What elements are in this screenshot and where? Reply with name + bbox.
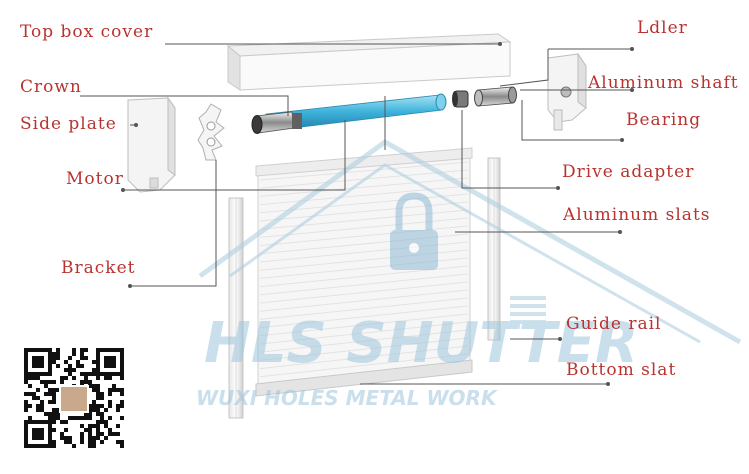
watermark-brand: HLS SHUTTER xyxy=(204,311,638,376)
label-aluminum-shaft: Aluminum shaft xyxy=(588,73,739,93)
label-drive-adapter: Drive adapter xyxy=(562,162,695,182)
label-bottom-slat: Bottom slat xyxy=(566,360,677,380)
drive-adapter-part xyxy=(452,90,469,108)
label-crown: Crown xyxy=(20,77,82,97)
label-guide-rail: Guide rail xyxy=(566,314,662,334)
top-box-cover-part xyxy=(226,33,512,91)
watermark-logo: HLS SHUTTER WUXI HOLES METAL WORK xyxy=(196,139,742,410)
motor-and-shaft-part xyxy=(251,93,447,134)
label-idler: Ldler xyxy=(637,18,688,38)
idler-part xyxy=(547,52,587,131)
left-guide-rail-part xyxy=(228,197,244,419)
qr-code xyxy=(22,346,126,450)
label-motor: Motor xyxy=(66,169,124,189)
leader-dots xyxy=(121,42,634,386)
label-side-plate: Side plate xyxy=(20,114,117,134)
aluminum-shaft-part xyxy=(474,86,517,107)
label-bracket: Bracket xyxy=(61,258,136,278)
side-plate-part xyxy=(127,96,176,193)
label-bearing: Bearing xyxy=(626,110,702,130)
avatar xyxy=(59,385,89,413)
label-top-box-cover: Top box cover xyxy=(20,22,154,42)
label-aluminum-slats: Aluminum slats xyxy=(563,205,711,225)
watermark-company: WUXI HOLES METAL WORK xyxy=(196,386,498,410)
crown-part xyxy=(197,103,225,161)
leader-lines xyxy=(80,43,632,385)
shutter-curtain-part xyxy=(255,147,473,397)
